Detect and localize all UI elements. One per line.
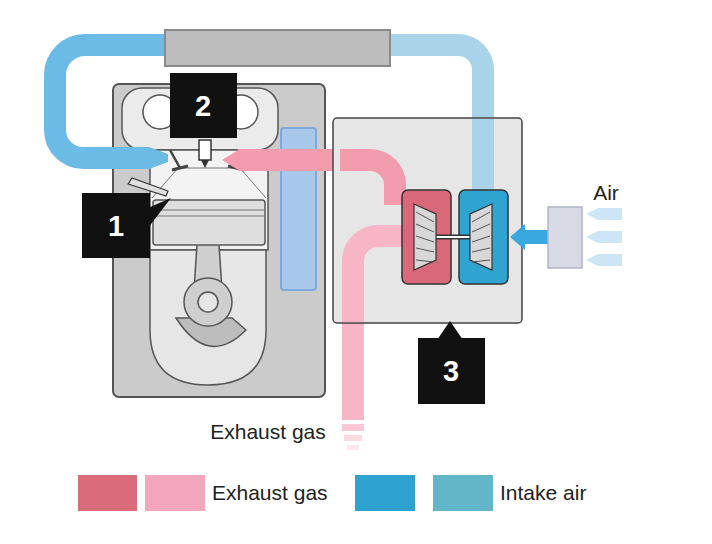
- intake-pipe: [55, 45, 175, 158]
- air-arrow: [586, 208, 622, 220]
- air-arrow: [510, 224, 548, 250]
- callout-box: [418, 338, 485, 404]
- compressor-wheel: [470, 204, 492, 270]
- legend-label: Intake air: [500, 481, 586, 504]
- combustion-chamber: [152, 168, 266, 198]
- callout-number: 2: [195, 92, 211, 121]
- injector: [199, 140, 211, 160]
- turbine-wheel: [414, 204, 436, 270]
- callout-number: 1: [108, 212, 124, 241]
- legend-swatch: [355, 475, 415, 511]
- intake-valve: [170, 150, 180, 168]
- air-filter: [548, 207, 582, 268]
- callout-pointer: [148, 198, 171, 228]
- flow-label: Air: [593, 181, 619, 204]
- callout-number: 3: [443, 357, 459, 386]
- legend-swatch: [433, 475, 493, 511]
- legend-swatch: [78, 475, 137, 511]
- callout-box: [170, 73, 237, 138]
- crankshaft: [184, 278, 232, 326]
- piston: [153, 200, 265, 245]
- turbo-housing: [333, 118, 522, 323]
- legend-label: Exhaust gas: [212, 481, 328, 504]
- callout-box: [82, 193, 150, 258]
- turbo-shaft: [430, 235, 476, 240]
- intercooler: [165, 30, 390, 66]
- callout-pointer: [437, 321, 463, 340]
- flow-label: Exhaust gas: [210, 420, 326, 443]
- legend-swatch: [145, 475, 205, 511]
